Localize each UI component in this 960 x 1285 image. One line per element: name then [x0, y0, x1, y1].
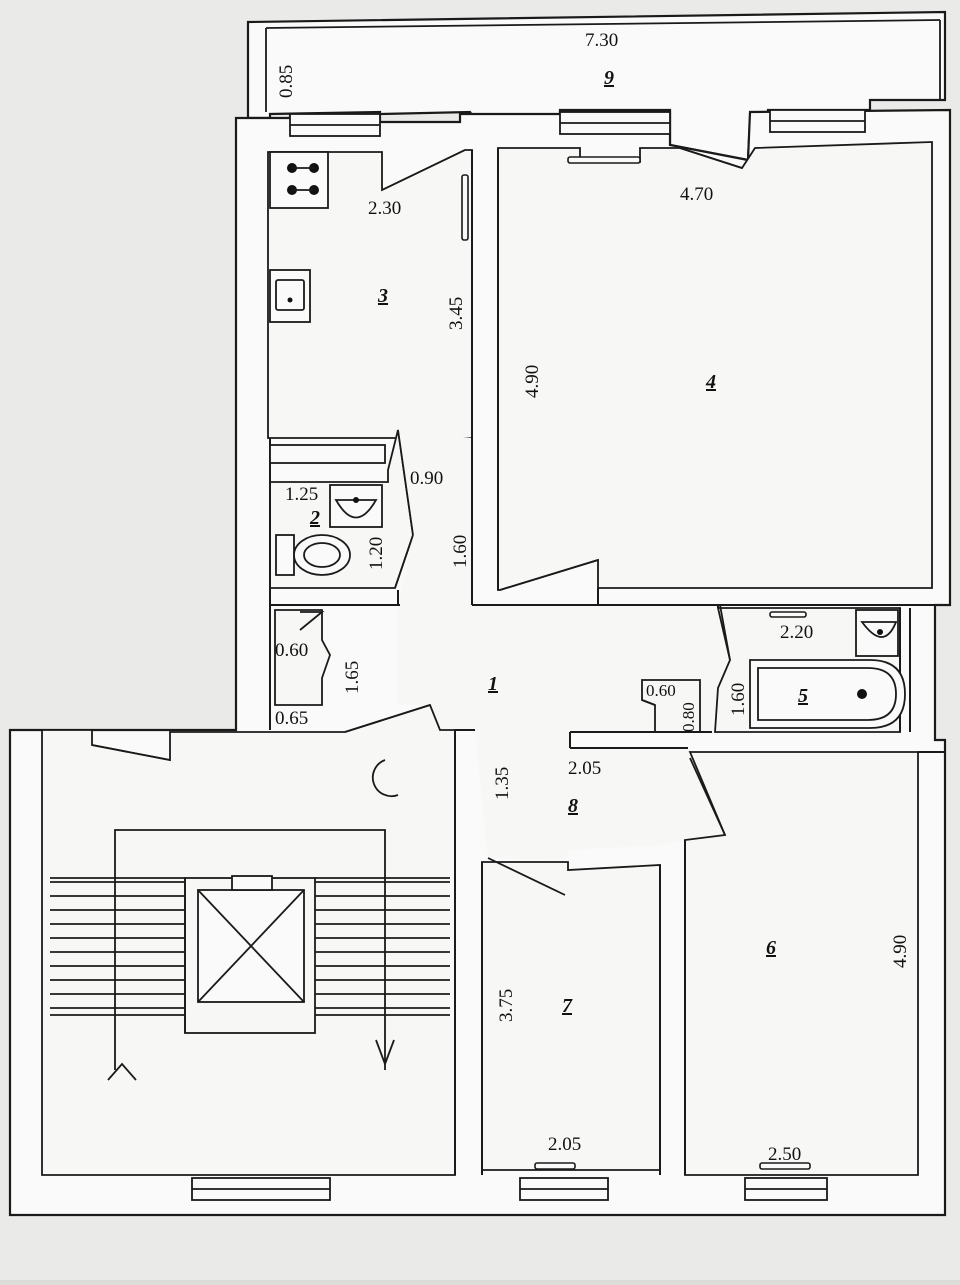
radiators [461, 156, 811, 1170]
room-number-5: 5 [798, 685, 808, 707]
dim-wc-width: 1.25 [285, 484, 318, 505]
garbage-chute-icon [371, 759, 399, 798]
dim-balcony-width: 7.30 [585, 30, 618, 51]
dim-corridor-width: 0.90 [410, 468, 443, 489]
dim-closet2-length: 0.80 [679, 702, 698, 732]
bath-sink-icon [855, 609, 899, 657]
room-number-9: 9 [604, 67, 614, 89]
dim-bath-length: 1.60 [728, 683, 749, 716]
dimension-labels: 7.30 0.85 2.30 3.45 4.70 4.90 1.25 1.20 … [275, 30, 911, 1165]
room-number-2: 2 [309, 507, 320, 529]
toilet-icon [275, 534, 351, 576]
stove-icon [269, 151, 329, 209]
dim-room6-width: 2.50 [768, 1144, 801, 1165]
dim-bath-width: 2.20 [780, 622, 813, 643]
room-numbers: 1 2 3 4 5 6 7 8 9 [309, 67, 808, 1017]
closet-floor [274, 609, 331, 706]
dim-balcony-depth: 0.85 [276, 65, 297, 98]
washbasin-icon [329, 484, 383, 528]
dim-kitchen-length: 3.45 [446, 297, 467, 330]
dim-closet-width-bottom: 0.65 [275, 708, 308, 729]
room-4-floor [497, 141, 933, 591]
room-number-7: 7 [562, 995, 573, 1017]
room-number-1: 1 [488, 673, 498, 695]
dim-hall-width: 2.05 [568, 758, 601, 779]
staircase [50, 829, 450, 1070]
room-floors [41, 141, 933, 1176]
kitchen-counter [269, 444, 386, 464]
kitchen-sink-icon [269, 269, 311, 323]
dim-corridor-length: 1.60 [450, 535, 471, 568]
stair-arrow-down-icon [375, 1039, 395, 1067]
room-number-8: 8 [568, 795, 578, 817]
elevator-shaft-icon [197, 875, 305, 1003]
dim-room4-length: 4.90 [522, 365, 543, 398]
interior-walls [235, 118, 950, 1175]
dim-room4-width: 4.70 [680, 184, 713, 205]
dim-closet-length: 1.65 [342, 661, 363, 694]
dim-room7-length: 3.75 [496, 989, 517, 1022]
door-swings [91, 147, 743, 896]
room-6-floor [684, 751, 919, 1176]
bathtub-icon [749, 659, 906, 729]
windows [191, 109, 866, 1201]
stair-arrow-up-icon [107, 1062, 137, 1081]
dim-kitchen-width: 2.30 [368, 198, 401, 219]
room-number-3: 3 [377, 285, 388, 307]
dim-room7-width: 2.05 [548, 1134, 581, 1155]
room-number-6: 6 [766, 937, 776, 959]
dim-wc-length: 1.20 [366, 537, 387, 570]
dim-closet2-width: 0.60 [646, 681, 676, 700]
dim-closet-width-top: 0.60 [275, 640, 308, 661]
dim-room6-length: 4.90 [890, 935, 911, 968]
kitchen-floor [267, 149, 473, 439]
closet-shelf [299, 611, 325, 631]
room-number-4: 4 [705, 371, 716, 393]
dim-hall-length: 1.35 [492, 767, 513, 800]
